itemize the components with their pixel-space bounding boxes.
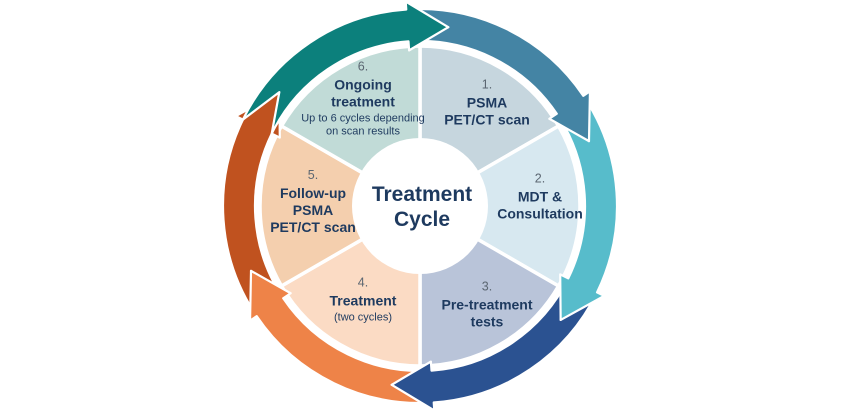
arrow-3-cyan <box>555 94 619 322</box>
center-hub-circle <box>352 138 488 274</box>
segment-slice-2 <box>418 124 582 288</box>
arrow-4-navy <box>390 277 599 412</box>
arrow-1-teal <box>241 0 450 135</box>
segment-slice-5 <box>258 124 422 288</box>
arrow-2-steel-blue <box>405 7 592 143</box>
arrow-5-orange <box>248 269 435 405</box>
